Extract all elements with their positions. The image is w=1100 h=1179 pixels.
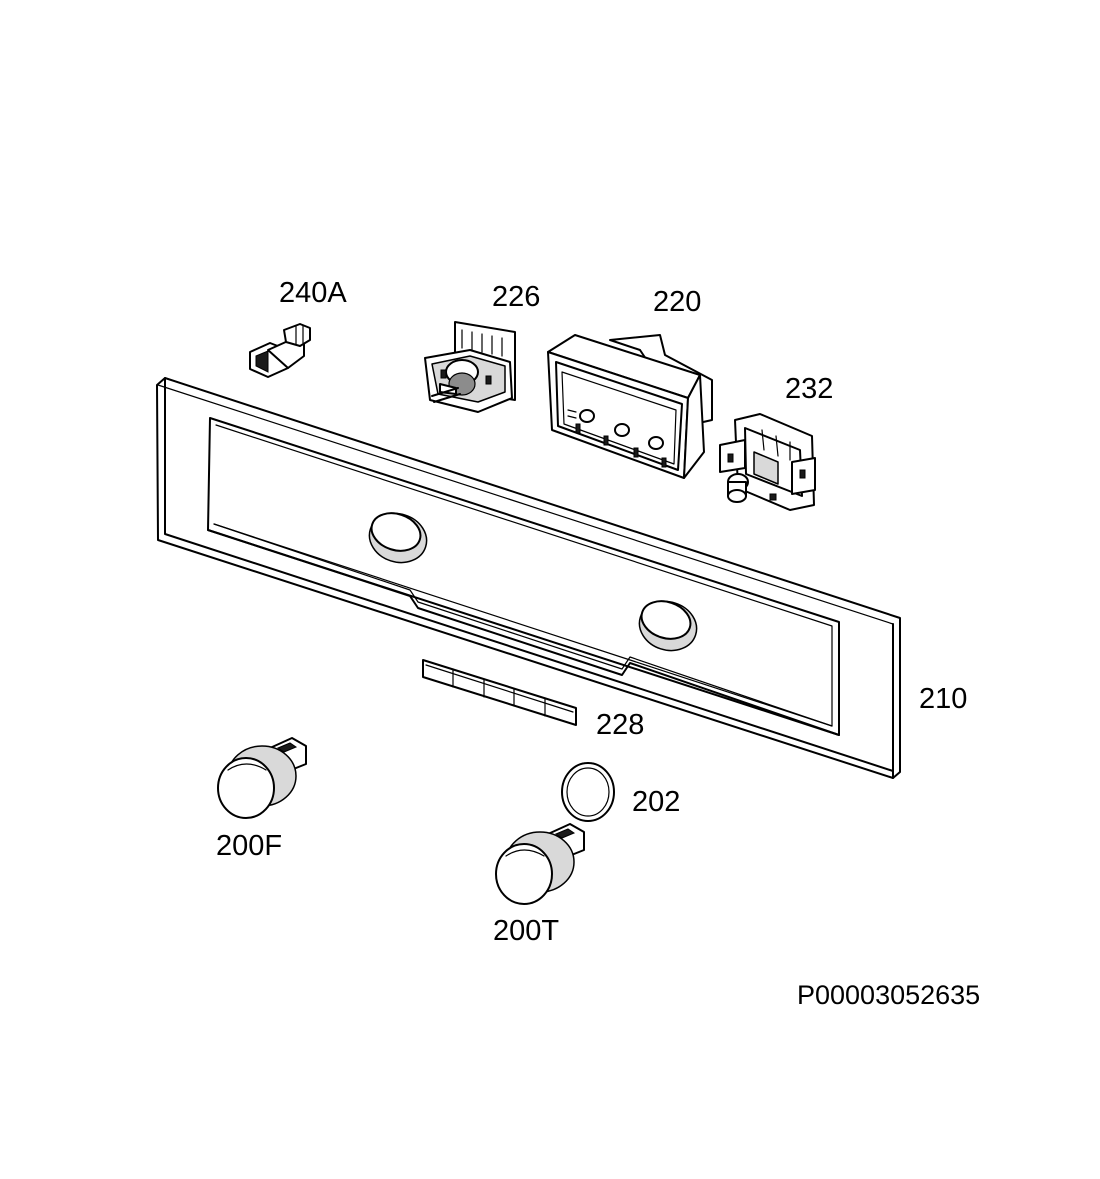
label-200f: 200F (216, 830, 282, 862)
temperature-knob-part (495, 823, 585, 905)
symbol-strip-part (422, 659, 577, 726)
thermostat-part (719, 413, 816, 511)
label-202: 202 (632, 786, 680, 818)
label-240a: 240A (279, 277, 347, 309)
timer-module-part (547, 334, 713, 479)
label-210: 210 (919, 683, 967, 715)
control-panel-part (156, 377, 901, 779)
label-226: 226 (492, 281, 540, 313)
ring-part (561, 762, 615, 822)
label-220: 220 (653, 286, 701, 318)
label-228: 228 (596, 709, 644, 741)
label-200t: 200T (493, 915, 559, 947)
label-232: 232 (785, 373, 833, 405)
diagram-code: P00003052635 (797, 980, 980, 1010)
function-knob-part (217, 737, 307, 819)
selector-switch-part (424, 321, 516, 413)
lamp-holder-part (249, 323, 311, 378)
